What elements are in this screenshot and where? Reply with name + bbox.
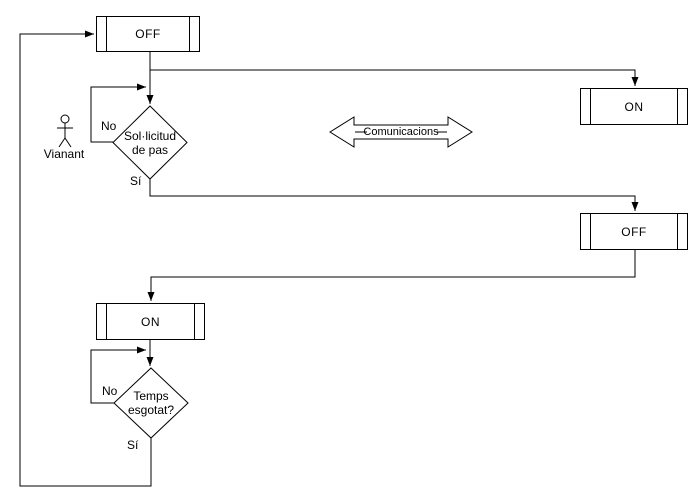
process-bar-left	[590, 214, 591, 249]
edge-label-timeout-no: No	[101, 384, 119, 398]
communications-label: Comunicacions	[363, 126, 439, 138]
pedestrian-actor-label: Vianant	[43, 147, 85, 161]
state-box-off-right: OFF	[580, 213, 688, 250]
communications-double-arrow	[329, 116, 473, 148]
state-label-on-bottom: ON	[141, 314, 160, 329]
process-bar-left	[106, 17, 107, 51]
edge-timeout-yes-return	[19, 30, 152, 487]
decision-request-line2: de pas	[131, 143, 169, 157]
decision-request-line1: Sol·licitud	[123, 129, 177, 143]
edge-request-no-loop	[90, 83, 146, 143]
decision-timeout-line1: Temps	[133, 389, 169, 403]
edge-branch-to-on-right	[150, 69, 639, 86]
edge-label-request-yes: Sí	[129, 174, 143, 188]
process-bar-left	[590, 89, 591, 124]
edge-timeout-no-loop	[90, 346, 146, 404]
state-box-off-top: OFF	[96, 16, 200, 52]
decision-timeout-label: Temps esgotat?	[112, 389, 190, 417]
process-bar-right	[194, 304, 195, 339]
decision-request-label: Sol·licitud de pas	[111, 129, 189, 157]
decision-request-diamond	[112, 105, 188, 180]
edge-label-request-no: No	[100, 119, 118, 133]
state-label-off-top: OFF	[135, 27, 161, 41]
edge-request-yes-to-off-right	[149, 179, 639, 211]
edge-off-right-to-on-bottom	[147, 250, 636, 301]
state-label-off-right: OFF	[621, 224, 647, 239]
pedestrian-actor-icon	[57, 114, 73, 148]
state-box-on-bottom: ON	[96, 303, 205, 340]
edge-label-timeout-yes: Sí	[126, 438, 140, 452]
state-label-on-right: ON	[624, 99, 644, 114]
decision-timeout-line2: esgotat?	[127, 403, 175, 417]
process-bar-right	[677, 214, 678, 249]
state-box-on-right: ON	[580, 88, 688, 125]
process-bar-right	[677, 89, 678, 124]
process-bar-left	[106, 304, 107, 339]
decision-timeout-diamond	[113, 367, 189, 439]
process-bar-right	[189, 17, 190, 51]
